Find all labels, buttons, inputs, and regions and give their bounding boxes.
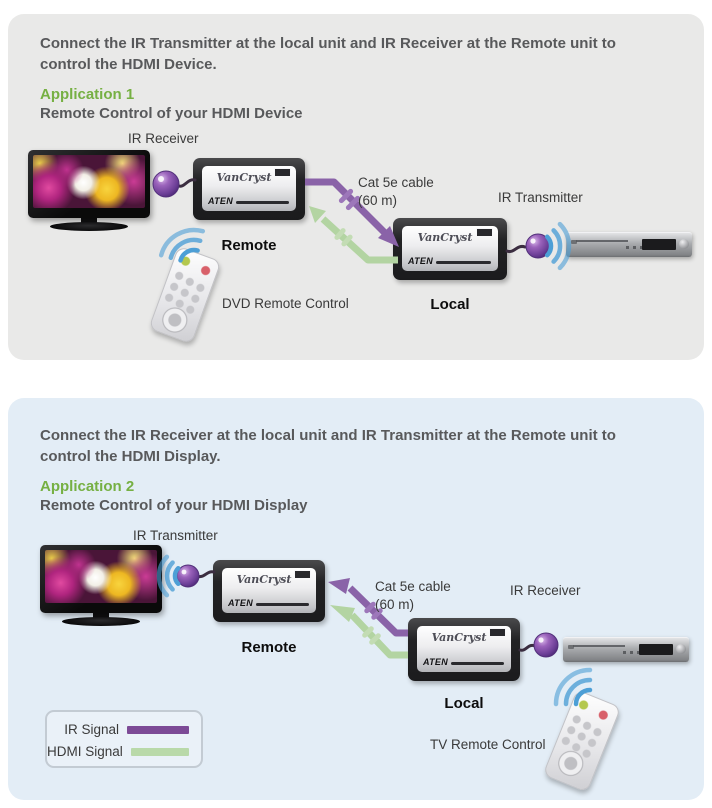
led-window bbox=[489, 628, 506, 637]
panel-2-subtitle: Remote Control of your HDMI Display bbox=[40, 497, 308, 515]
cat5e-cable-label: Cat 5e cable (60 m) bbox=[358, 174, 434, 210]
dvd-remote-handset bbox=[148, 245, 222, 345]
panel-1-subtitle: Remote Control of your HDMI Device bbox=[40, 105, 303, 123]
signal-legend: IR Signal HDMI Signal bbox=[45, 710, 203, 768]
legend-ir-swatch bbox=[127, 725, 189, 734]
local-unit-label: Local bbox=[430, 296, 470, 313]
remote-unit-label: Remote bbox=[221, 237, 277, 254]
legend-hdmi-row: HDMI Signal bbox=[47, 744, 189, 759]
ir-receiver-label: IR Receiver bbox=[128, 131, 199, 146]
ir-receiver-bulb bbox=[152, 170, 197, 198]
front-stripe bbox=[451, 662, 504, 665]
vancryst-logo: VanCryst bbox=[417, 231, 473, 244]
dvd-player bbox=[566, 232, 692, 257]
legend-hdmi-label: HDMI Signal bbox=[47, 744, 123, 759]
panel-1-heading: Connect the IR Transmitter at the local … bbox=[40, 35, 616, 73]
cat5e-cable-label: Cat 5e cable (60 m) bbox=[375, 578, 451, 614]
legend-ir-row: IR Signal bbox=[47, 722, 189, 737]
front-stripe bbox=[256, 603, 309, 606]
remote-unit-label: Remote bbox=[241, 639, 297, 656]
unit-faceplate: VanCryst ATEN bbox=[417, 626, 511, 672]
tv-remote-handset bbox=[542, 689, 622, 793]
local-unit-label: Local bbox=[444, 695, 484, 712]
tv-remote-control-label: TV Remote Control bbox=[430, 737, 546, 752]
dvd-power-button bbox=[571, 240, 577, 244]
dvd-knob bbox=[676, 644, 686, 654]
hdmi-display-tv bbox=[40, 545, 162, 626]
tv-bezel bbox=[40, 545, 162, 613]
aten-logo: ATEN bbox=[228, 598, 254, 608]
led-window bbox=[274, 168, 291, 177]
dvd-display bbox=[642, 239, 676, 250]
remote-extender-unit: VanCryst ATEN bbox=[193, 158, 305, 220]
dvd-remote-control-label: DVD Remote Control bbox=[222, 296, 349, 311]
tv-base bbox=[50, 222, 128, 231]
legend-hdmi-swatch bbox=[130, 747, 189, 756]
unit-faceplate: VanCryst ATEN bbox=[202, 166, 296, 211]
dvd-power-button bbox=[568, 645, 574, 649]
application-1-panel: Connect the IR Transmitter at the local … bbox=[8, 14, 704, 360]
ir-receiver-bulb bbox=[518, 632, 559, 658]
legend-ir-label: IR Signal bbox=[64, 722, 119, 737]
tv-bezel bbox=[28, 150, 150, 218]
dvd-display bbox=[639, 644, 673, 655]
vancryst-logo: VanCryst bbox=[431, 631, 487, 644]
tv-neck bbox=[81, 218, 97, 223]
panel-1-text-block: Connect the IR Transmitter at the local … bbox=[40, 34, 670, 124]
dvd-player bbox=[563, 637, 689, 662]
aten-logo: ATEN bbox=[208, 196, 234, 206]
unit-faceplate: VanCryst ATEN bbox=[402, 226, 498, 271]
dvd-disc-slot bbox=[576, 240, 628, 242]
front-stripe bbox=[436, 261, 491, 264]
vancryst-logo: VanCryst bbox=[216, 171, 272, 184]
led-window bbox=[476, 228, 493, 237]
aten-logo: ATEN bbox=[408, 256, 434, 266]
panel-2-text-block: Connect the IR Receiver at the local uni… bbox=[40, 426, 670, 516]
tv-screen bbox=[33, 155, 145, 208]
cable-label-line2: (60 m) bbox=[358, 193, 398, 208]
tv-screen bbox=[45, 550, 157, 603]
unit-faceplate: VanCryst ATEN bbox=[222, 568, 316, 613]
ir-transmitter-bulb bbox=[176, 564, 216, 588]
tv-base bbox=[62, 617, 140, 626]
hdmi-display-tv bbox=[28, 150, 150, 231]
ir-transmitter-bulb bbox=[505, 233, 551, 259]
panel-2-heading: Connect the IR Receiver at the local uni… bbox=[40, 427, 616, 465]
dvd-disc-slot bbox=[573, 645, 625, 647]
remote-extender-unit: VanCryst ATEN bbox=[213, 560, 325, 622]
ir-transmitter-label: IR Transmitter bbox=[133, 528, 218, 543]
cable-label-line1: Cat 5e cable bbox=[375, 579, 451, 594]
ir-transmitter-label: IR Transmitter bbox=[498, 190, 583, 205]
front-stripe bbox=[236, 201, 289, 204]
dvd-knob bbox=[679, 239, 689, 249]
cable-label-line2: (60 m) bbox=[375, 597, 415, 612]
local-extender-unit: VanCryst ATEN bbox=[408, 618, 520, 681]
application-2-panel: Connect the IR Receiver at the local uni… bbox=[8, 398, 704, 800]
local-extender-unit: VanCryst ATEN bbox=[393, 218, 507, 280]
led-window bbox=[294, 570, 311, 579]
aten-logo: ATEN bbox=[423, 657, 449, 667]
application-2-label: Application 2 bbox=[40, 478, 135, 496]
ir-receiver-label: IR Receiver bbox=[510, 583, 581, 598]
vancryst-logo: VanCryst bbox=[236, 573, 292, 586]
cable-label-line1: Cat 5e cable bbox=[358, 175, 434, 190]
tv-neck bbox=[93, 613, 109, 618]
application-1-label: Application 1 bbox=[40, 86, 135, 104]
hdmi-signal-cable bbox=[309, 206, 398, 264]
